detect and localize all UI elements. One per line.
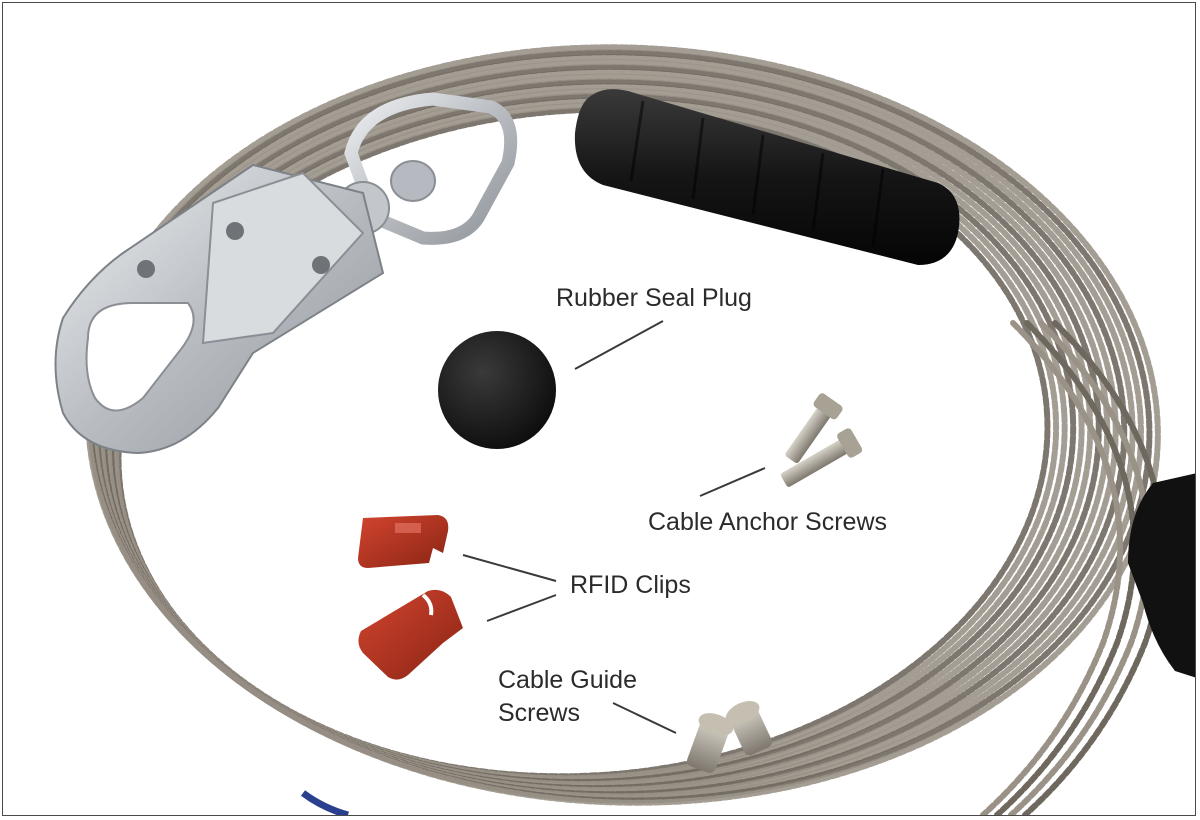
cable-clamp [1128, 473, 1195, 678]
label-cable-guide-line1: Cable Guide [498, 666, 637, 694]
snap-hook-icon [54, 163, 385, 455]
rfid-clip-icon [358, 589, 463, 680]
rubber-grip [574, 89, 960, 266]
callout-line-rfid-2 [486, 594, 557, 622]
product-photo [54, 44, 1195, 815]
callout-line-anchor [699, 467, 766, 497]
rubber-seal-plug-icon [438, 331, 556, 449]
cable-tail-strand [980, 320, 1124, 815]
rfid-clip-icon [358, 515, 449, 568]
cable-tail-strand [994, 320, 1138, 815]
label-rubber-seal-plug: Rubber Seal Plug [556, 284, 752, 312]
callout-line-rubber [574, 320, 664, 370]
label-cable-anchor-screws: Cable Anchor Screws [648, 508, 888, 536]
cable-anchor-screws-icon [780, 393, 863, 487]
cable-tracer [300, 790, 349, 815]
cable-guide-screws-icon [687, 701, 772, 773]
cable-tail-strand [1008, 320, 1152, 815]
label-rfid-clips: RFID Clips [570, 571, 691, 599]
callout-line-guide [612, 702, 677, 734]
label-cable-guide-screws: Cable Guide Screws [498, 664, 637, 730]
label-cable-guide-line2: Screws [498, 699, 580, 727]
callout-line-rfid-1 [462, 554, 557, 582]
